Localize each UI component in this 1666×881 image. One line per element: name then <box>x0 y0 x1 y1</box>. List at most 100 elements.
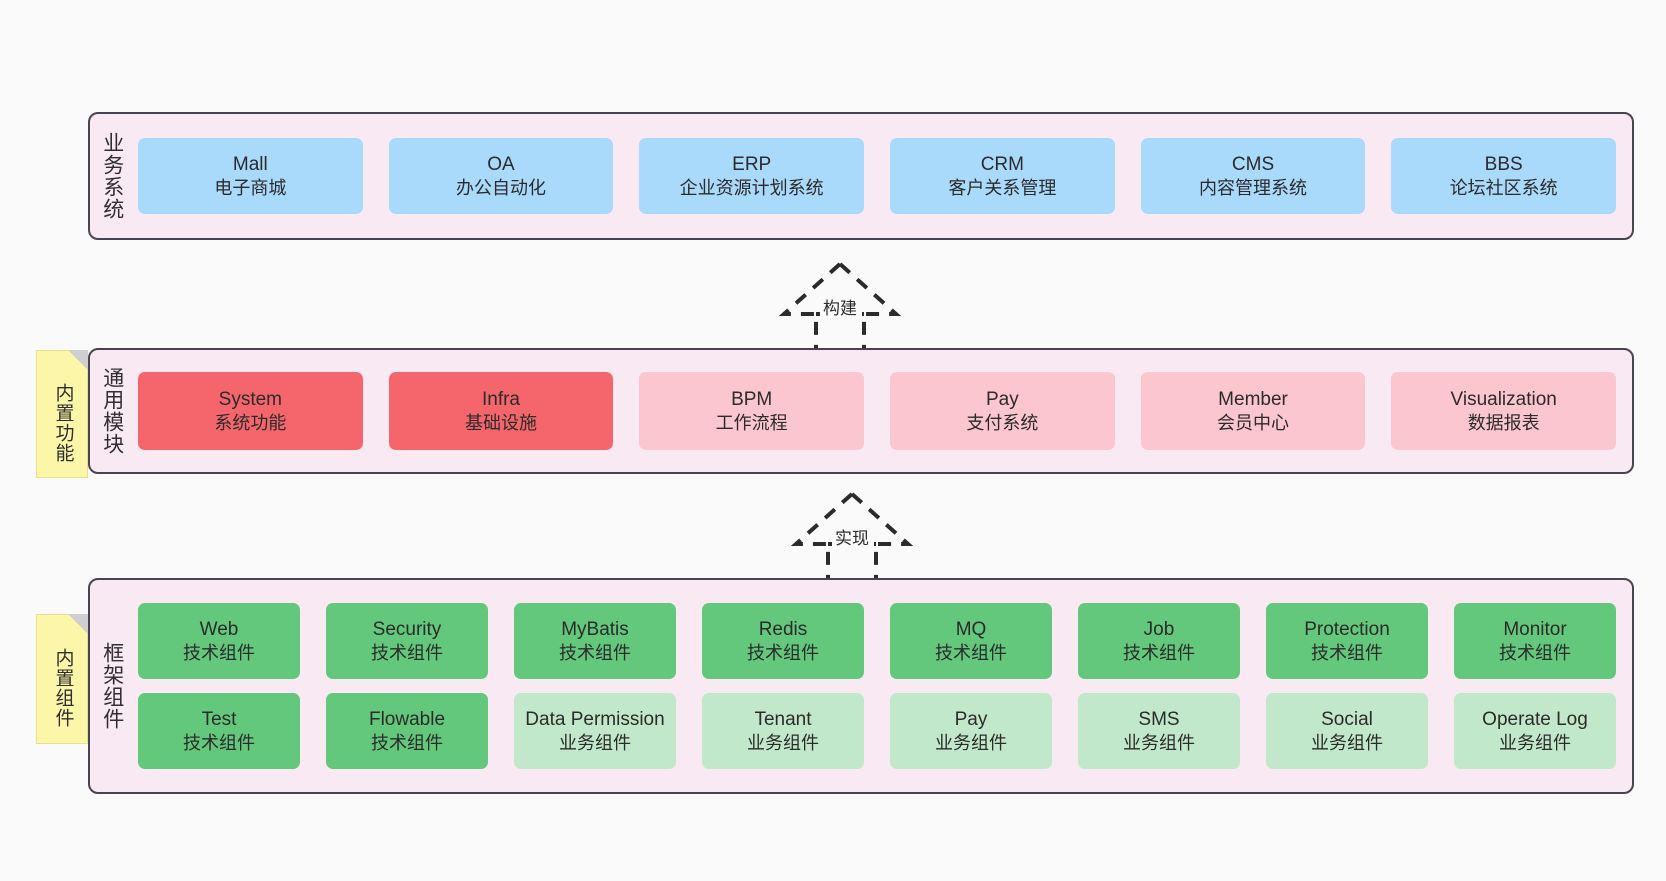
card-title: OA <box>487 153 515 175</box>
card-title: Web <box>199 618 239 640</box>
module-card-bbs[interactable]: BBS 论坛社区系统 <box>1391 138 1617 214</box>
module-card-system[interactable]: System 系统功能 <box>138 372 363 450</box>
arrow-build: 构建 <box>760 258 920 354</box>
card-title: CMS <box>1231 153 1275 175</box>
card-title: Mall <box>232 153 268 175</box>
module-card-sms[interactable]: SMS 业务组件 <box>1078 693 1240 769</box>
card-title: ERP <box>732 153 772 175</box>
arrow-right-edge <box>850 492 914 580</box>
band-row-technical: Web 技术组件 Security 技术组件 MyBatis 技术组件 Redi… <box>138 603 1616 679</box>
card-title: Job <box>1143 618 1175 640</box>
card-title: Pay <box>954 708 988 730</box>
note-text: 内置组件 <box>52 648 74 728</box>
band-label-business: 业务系统 <box>100 132 124 220</box>
band-row: Mall 电子商城 OA 办公自动化 ERP 企业资源计划系统 CRM 客户关系… <box>138 138 1617 214</box>
band-common-modules: 通用模块 System 系统功能 Infra 基础设施 BPM 工作流程 Pay… <box>88 348 1634 474</box>
module-card-mybatis[interactable]: MyBatis 技术组件 <box>514 603 676 679</box>
card-subtitle: 技术组件 <box>183 642 255 663</box>
card-title: Social <box>1321 708 1373 730</box>
card-subtitle: 企业资源计划系统 <box>679 177 824 198</box>
module-card-erp[interactable]: ERP 企业资源计划系统 <box>639 138 865 214</box>
card-subtitle: 系统功能 <box>214 412 287 433</box>
card-title: Visualization <box>1450 388 1557 410</box>
card-title: Test <box>201 708 237 730</box>
card-title: MyBatis <box>561 618 629 640</box>
module-card-infra[interactable]: Infra 基础设施 <box>388 372 614 450</box>
module-card-flowable[interactable]: Flowable 技术组件 <box>326 693 488 769</box>
card-title: Member <box>1218 388 1288 410</box>
card-title: Redis <box>758 618 808 640</box>
band-label-modules: 通用模块 <box>100 367 124 455</box>
module-card-visualization[interactable]: Visualization 数据报表 <box>1391 372 1617 450</box>
card-title: Security <box>372 618 442 640</box>
arrow-label-build: 构建 <box>820 294 860 319</box>
module-card-pay[interactable]: Pay 支付系统 <box>890 372 1115 450</box>
module-card-mall[interactable]: Mall 电子商城 <box>138 138 363 214</box>
module-card-bpm[interactable]: BPM 工作流程 <box>639 372 865 450</box>
card-subtitle: 技术组件 <box>1311 642 1383 663</box>
card-title: Tenant <box>754 708 812 730</box>
module-card-test[interactable]: Test 技术组件 <box>138 693 300 769</box>
card-subtitle: 技术组件 <box>1499 642 1571 663</box>
card-subtitle: 电子商城 <box>214 177 287 198</box>
card-title: CRM <box>980 153 1024 175</box>
module-card-member[interactable]: Member 会员中心 <box>1140 372 1366 450</box>
module-card-web[interactable]: Web 技术组件 <box>138 603 300 679</box>
card-title: Operate Log <box>1482 708 1588 730</box>
module-card-mq[interactable]: MQ 技术组件 <box>890 603 1052 679</box>
band-row: System 系统功能 Infra 基础设施 BPM 工作流程 Pay 支付系统… <box>138 372 1617 450</box>
card-title: MQ <box>955 618 987 640</box>
note-builtin-features: 内置功能 <box>36 350 88 478</box>
module-card-security[interactable]: Security 技术组件 <box>326 603 488 679</box>
module-card-monitor[interactable]: Monitor 技术组件 <box>1454 603 1616 679</box>
card-title: Infra <box>481 388 521 410</box>
card-subtitle: 业务组件 <box>1123 732 1195 753</box>
card-subtitle: 论坛社区系统 <box>1449 177 1558 198</box>
module-card-pay-business[interactable]: Pay 业务组件 <box>890 693 1052 769</box>
module-card-cms[interactable]: CMS 内容管理系统 <box>1140 138 1366 214</box>
card-title: Protection <box>1304 618 1390 640</box>
card-title: Flowable <box>368 708 446 730</box>
arrow-implement: 实现 <box>772 488 932 584</box>
card-title: Data Permission <box>525 708 665 730</box>
card-subtitle: 基础设施 <box>465 412 537 433</box>
card-title: BPM <box>731 388 773 410</box>
module-card-data-permission[interactable]: Data Permission 业务组件 <box>514 693 676 769</box>
band-body-framework: Web 技术组件 Security 技术组件 MyBatis 技术组件 Redi… <box>134 580 1632 792</box>
card-subtitle: 工作流程 <box>715 412 788 433</box>
card-subtitle: 支付系统 <box>966 412 1039 433</box>
card-subtitle: 业务组件 <box>559 732 631 753</box>
module-card-protection[interactable]: Protection 技术组件 <box>1266 603 1428 679</box>
card-subtitle: 业务组件 <box>747 732 819 753</box>
band-business-systems: 业务系统 Mall 电子商城 OA 办公自动化 ERP 企业资源计划系统 CRM… <box>88 112 1634 240</box>
card-title: Pay <box>985 388 1019 410</box>
arrow-right-edge <box>838 262 902 350</box>
card-title: BBS <box>1484 153 1523 175</box>
band-body-modules: System 系统功能 Infra 基础设施 BPM 工作流程 Pay 支付系统… <box>134 350 1632 472</box>
band-body-business: Mall 电子商城 OA 办公自动化 ERP 企业资源计划系统 CRM 客户关系… <box>134 114 1632 238</box>
module-card-social[interactable]: Social 业务组件 <box>1266 693 1428 769</box>
card-subtitle: 技术组件 <box>371 732 443 753</box>
card-title: Monitor <box>1503 618 1567 640</box>
module-card-oa[interactable]: OA 办公自动化 <box>388 138 614 214</box>
card-subtitle: 会员中心 <box>1217 412 1290 433</box>
arrow-label-implement: 实现 <box>832 524 872 549</box>
card-subtitle: 技术组件 <box>183 732 255 753</box>
card-title: System <box>218 388 283 410</box>
module-card-tenant[interactable]: Tenant 业务组件 <box>702 693 864 769</box>
module-card-crm[interactable]: CRM 客户关系管理 <box>890 138 1115 214</box>
card-subtitle: 数据报表 <box>1467 412 1540 433</box>
module-card-redis[interactable]: Redis 技术组件 <box>702 603 864 679</box>
note-builtin-components: 内置组件 <box>36 614 88 744</box>
card-subtitle: 客户关系管理 <box>948 177 1057 198</box>
band-row-business: Test 技术组件 Flowable 技术组件 Data Permission … <box>138 693 1616 769</box>
card-subtitle: 技术组件 <box>747 642 819 663</box>
module-card-operate-log[interactable]: Operate Log 业务组件 <box>1454 693 1616 769</box>
card-subtitle: 内容管理系统 <box>1199 177 1308 198</box>
card-subtitle: 技术组件 <box>1123 642 1195 663</box>
arrow-left-edge <box>778 262 842 350</box>
note-text: 内置功能 <box>52 383 74 463</box>
module-card-job[interactable]: Job 技术组件 <box>1078 603 1240 679</box>
band-framework-components: 框架组件 Web 技术组件 Security 技术组件 MyBatis 技术组件… <box>88 578 1634 794</box>
